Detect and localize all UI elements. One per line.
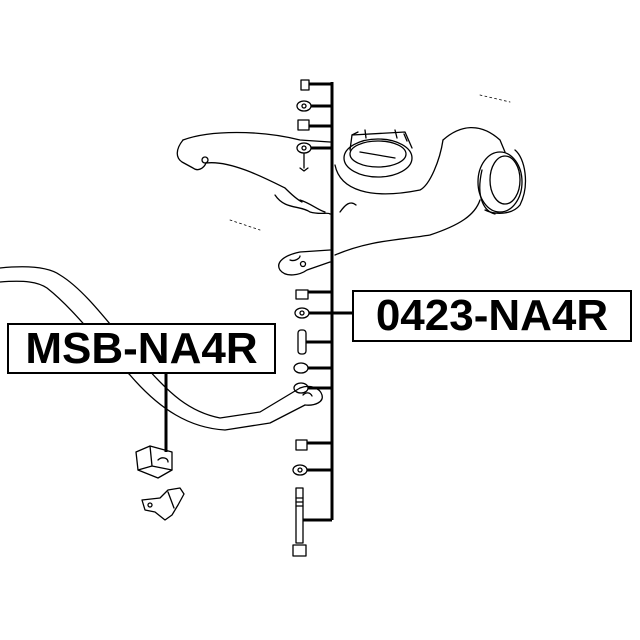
bushing-bracket-icon [141,487,185,521]
part-number-callout-0423-NA4R: 0423-NA4R [352,290,632,342]
stabilizer-bushing-icon [135,445,173,479]
suspension-arm-icon [176,127,527,276]
fastener-stack-icon [292,79,312,557]
leader-lines [164,82,352,522]
arm-dashed-lines [229,94,511,231]
part-number-callout-MSB-NA4R: MSB-NA4R [7,323,276,374]
